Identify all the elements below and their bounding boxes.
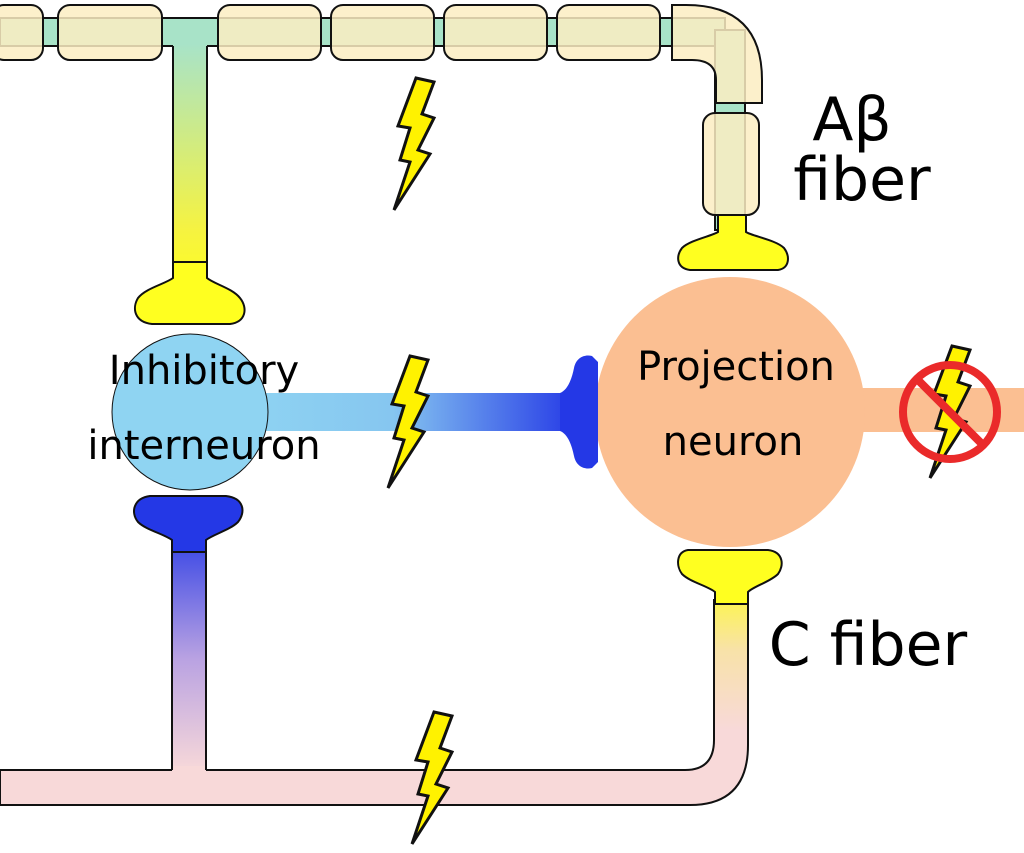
- projection-label-line2: neuron: [663, 419, 804, 465]
- abeta-fiber: [0, 4, 789, 325]
- c-fiber-axon: [0, 599, 749, 806]
- abeta-terminal-projection: [677, 214, 789, 271]
- inhibitory-soma: [111, 333, 269, 491]
- c-fiber-terminal-projection: [677, 549, 783, 605]
- projection-soma: [595, 277, 865, 547]
- abeta-terminal-interneuron: [134, 261, 246, 325]
- c-fiber-label: C fiber: [769, 610, 968, 680]
- inhibitory-label-line2: interneuron: [87, 423, 320, 469]
- projection-label-line1: Projection: [637, 344, 835, 390]
- inhibitory-label-line1: Inhibitory: [109, 348, 299, 394]
- lightning-bolt-icon: [410, 710, 455, 845]
- myelin-sheath: [0, 4, 763, 216]
- inhibitory-interneuron: Inhibitory interneuron: [87, 333, 598, 491]
- abeta-label-line2: fiber: [793, 145, 931, 215]
- abeta-branch-axon: [173, 44, 207, 294]
- c-fiber-terminal-interneuron: [133, 495, 244, 553]
- inhibitory-terminal: [560, 355, 598, 469]
- lightning-bolt-icon: [392, 76, 437, 211]
- no-signal-icon: [899, 344, 1001, 479]
- abeta-label-line1: Aβ: [812, 85, 891, 155]
- c-fiber: [0, 495, 783, 806]
- projection-neuron: Projection neuron: [595, 277, 1024, 547]
- lightning-bolt-icon: [386, 354, 431, 489]
- c-fiber-branch-left: [172, 520, 206, 772]
